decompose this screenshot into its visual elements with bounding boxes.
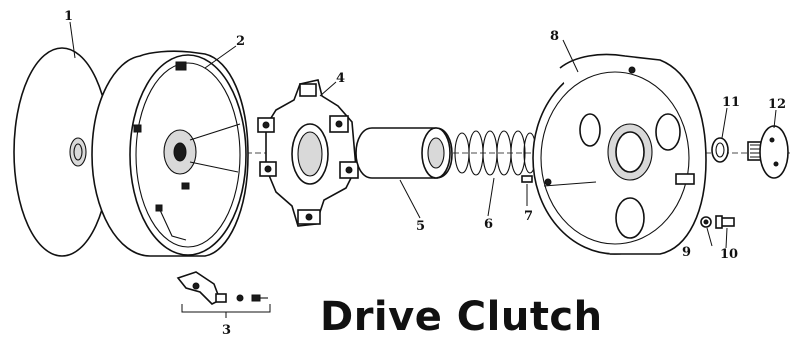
part-4-spider-assembly: [257, 79, 359, 227]
part-2-movable-sheave: [91, 50, 249, 257]
diagram-title: Drive Clutch: [320, 294, 603, 340]
callout-5: 5: [416, 219, 425, 234]
part-9-nut: [700, 216, 712, 228]
part-8-clutch-cover: [532, 53, 707, 255]
callout-1: 1: [64, 9, 73, 24]
callout-8: 8: [550, 29, 559, 44]
callout-4: 4: [336, 71, 345, 86]
part-5-sleeve: [355, 127, 453, 179]
callout-12: 12: [768, 97, 786, 112]
callout-3: 3: [222, 323, 231, 338]
part-12-end-cap: [747, 125, 789, 179]
part-10-bolt: [715, 215, 735, 229]
callout-7: 7: [524, 209, 533, 224]
callout-6: 6: [484, 217, 493, 232]
part-6-spring: [454, 130, 537, 176]
callout-11: 11: [722, 95, 740, 110]
callout-10: 10: [720, 247, 738, 262]
part-7-pin: [521, 175, 533, 183]
callout-9: 9: [682, 245, 691, 260]
callout-2: 2: [236, 34, 245, 49]
leader-lines: [69, 21, 777, 249]
part-3-weight-arm-assembly: [176, 271, 271, 318]
part-11-snap-ring: [711, 137, 729, 163]
